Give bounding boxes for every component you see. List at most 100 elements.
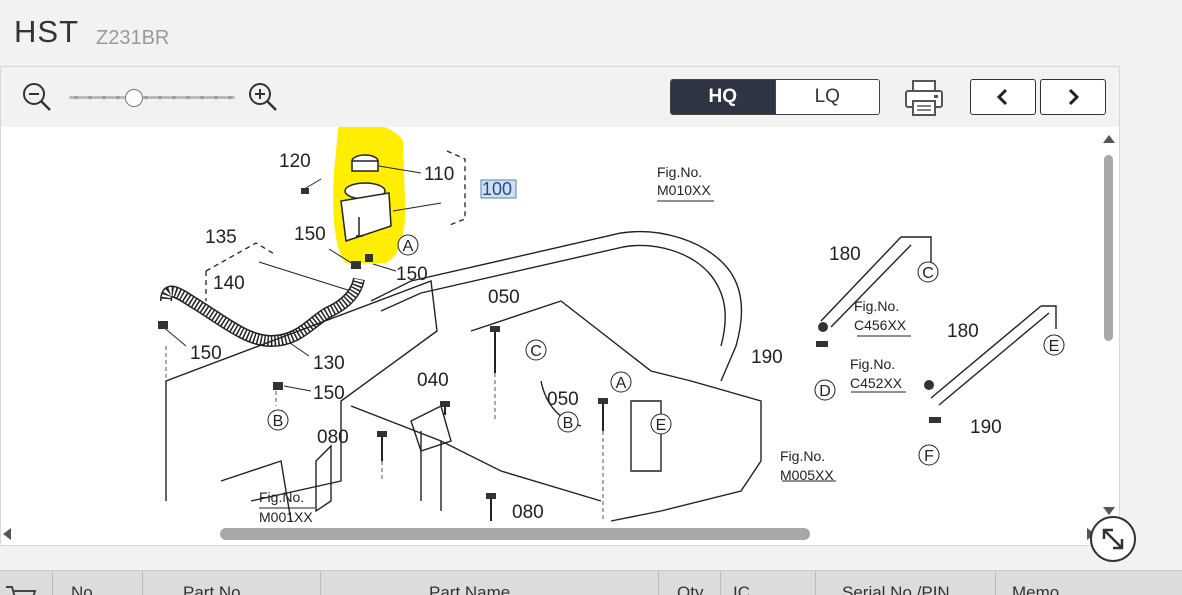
callout-190-b[interactable]: 190	[970, 417, 1002, 438]
hose-clamps	[158, 188, 373, 390]
ref-circle-C-2[interactable]: C	[917, 261, 939, 283]
model-code: Z231BR	[96, 27, 170, 49]
fig-ref-m005xx[interactable]: M005XX	[780, 467, 834, 483]
column-qty-label: Qty	[677, 583, 704, 595]
callout-040[interactable]: 040	[417, 370, 449, 391]
svg-text:A: A	[616, 375, 627, 392]
fig-label-3: Fig.No.	[850, 356, 895, 372]
callout-135[interactable]: 135	[205, 227, 237, 248]
callout-080-b[interactable]: 080	[512, 502, 544, 523]
vertical-scroll-thumb[interactable]	[1104, 155, 1113, 341]
hq-button[interactable]: HQ	[671, 80, 775, 114]
column-part-no[interactable]: Part No.	[142, 571, 320, 595]
svg-text:B: B	[563, 415, 574, 432]
column-memo[interactable]: Memo	[995, 571, 1182, 595]
column-part-name-label: Part Name	[429, 583, 511, 595]
quality-toggle: HQ LQ	[670, 79, 880, 115]
previous-figure-button[interactable]	[970, 79, 1036, 115]
vertical-scrollbar[interactable]	[1099, 127, 1119, 527]
zoom-in-icon[interactable]	[247, 81, 279, 113]
ref-circle-B-1[interactable]: B	[267, 409, 289, 431]
diagram-viewer: HQ LQ	[0, 66, 1120, 546]
callout-180-a[interactable]: 180	[829, 244, 861, 265]
reservoir-tank-part[interactable]	[340, 154, 392, 243]
chevron-right-icon	[1068, 88, 1080, 106]
ref-circle-E-2[interactable]: E	[1043, 334, 1065, 356]
centerlines	[165, 346, 604, 521]
ref-circle-E-1[interactable]: E	[650, 413, 672, 435]
selected-callout-box	[480, 179, 517, 199]
fig-label-2: Fig.No.	[854, 298, 899, 314]
mower-frame	[165, 230, 1057, 522]
horizontal-scroll-thumb[interactable]	[220, 528, 810, 540]
column-part-no-label: Part No.	[183, 583, 246, 595]
callout-100-selected[interactable]: 100	[482, 179, 512, 199]
title-bar: HST Z231BR	[0, 0, 1182, 66]
callout-110[interactable]: 110	[424, 164, 454, 185]
horizontal-scrollbar[interactable]	[1, 525, 1099, 543]
svg-text:F: F	[924, 448, 934, 465]
column-qty[interactable]: Qty	[658, 571, 720, 595]
next-figure-button[interactable]	[1040, 79, 1106, 115]
leader-lines	[161, 165, 911, 509]
column-ic[interactable]: IC	[720, 571, 815, 595]
zoom-slider-ticks	[69, 95, 235, 100]
column-memo-label: Memo	[1012, 583, 1060, 595]
expand-diagram-button[interactable]	[1090, 516, 1136, 562]
svg-text:A: A	[403, 238, 414, 255]
callout-150-d[interactable]: 150	[313, 383, 345, 404]
ref-circle-A-1[interactable]: A	[397, 234, 419, 256]
svg-text:C: C	[530, 343, 542, 360]
cart-column[interactable]	[0, 571, 52, 595]
svg-text:D: D	[819, 383, 831, 400]
chevron-left-icon	[996, 88, 1008, 106]
scroll-up-arrow-icon[interactable]	[1099, 133, 1119, 145]
callout-140[interactable]: 140	[213, 273, 245, 294]
parts-diagram-svg: 120 110 135 150 150 140 150 130 150 050 …	[158, 127, 1065, 525]
callout-180-b[interactable]: 180	[947, 321, 979, 342]
callout-120[interactable]: 120	[279, 151, 311, 172]
callout-050-a[interactable]: 050	[488, 287, 520, 308]
callout-numbers: 120 110 135 150 150 140 150 130 150 050 …	[190, 151, 1002, 523]
callout-150-b[interactable]: 150	[396, 264, 428, 285]
fig-label-4: Fig.No.	[780, 448, 825, 464]
group-bracket	[205, 150, 466, 301]
ref-circle-D[interactable]: D	[814, 379, 836, 401]
reference-letters: A B C A B E C D E F	[267, 234, 1065, 466]
column-serial[interactable]: Serial No./PIN	[815, 571, 995, 595]
fig-ref-m001xx[interactable]: M001XX	[259, 509, 313, 525]
scroll-down-arrow-icon[interactable]	[1099, 505, 1119, 517]
parts-diagram[interactable]: 120 110 135 150 150 140 150 130 150 050 …	[1, 127, 1099, 527]
svg-text:C: C	[922, 265, 934, 282]
scroll-left-arrow-icon[interactable]	[1, 525, 13, 543]
printer-icon[interactable]	[903, 79, 945, 117]
parts-table-header: No. Part No. Part Name Qty IC Serial No.…	[0, 570, 1182, 595]
lq-button[interactable]: LQ	[774, 80, 879, 114]
bolt-heads	[377, 322, 941, 499]
callout-150-c[interactable]: 150	[190, 343, 222, 364]
viewer-toolbar: HQ LQ	[1, 67, 1119, 128]
column-serial-label: Serial No./PIN	[842, 583, 950, 595]
callout-080-a[interactable]: 080	[317, 427, 349, 448]
column-part-name[interactable]: Part Name	[320, 571, 658, 595]
ref-circle-B-2[interactable]: B	[557, 411, 579, 433]
svg-text:E: E	[1049, 338, 1060, 355]
ref-circle-F[interactable]: F	[918, 444, 940, 466]
callout-130[interactable]: 130	[313, 353, 345, 374]
zoom-slider-thumb[interactable]	[125, 89, 144, 107]
zoom-slider[interactable]	[69, 89, 235, 107]
fig-label-5: Fig.No.	[259, 489, 304, 505]
fig-ref-m010xx[interactable]: M010XX	[657, 182, 711, 198]
callout-150-a[interactable]: 150	[294, 224, 326, 245]
column-no[interactable]: No.	[52, 571, 142, 595]
fig-label-1: Fig.No.	[657, 164, 702, 180]
callout-050-b[interactable]: 050	[547, 389, 579, 410]
figure-references: Fig.No. M010XX Fig.No. C456XX Fig.No. C4…	[259, 164, 907, 525]
fig-ref-c456xx[interactable]: C456XX	[854, 317, 907, 333]
callout-190-a[interactable]: 190	[751, 347, 783, 368]
fig-ref-c452xx[interactable]: C452XX	[850, 375, 903, 391]
zoom-out-icon[interactable]	[21, 81, 53, 113]
ref-circle-C-1[interactable]: C	[525, 339, 547, 361]
ref-circle-A-2[interactable]: A	[610, 371, 632, 393]
svg-text:B: B	[273, 413, 284, 430]
